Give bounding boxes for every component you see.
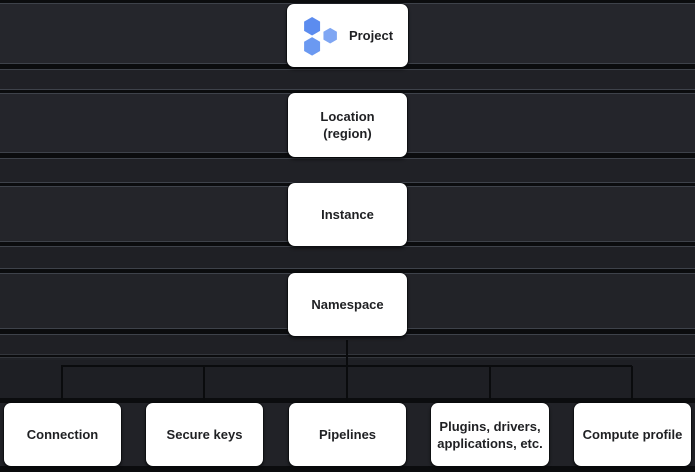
- node-label: Pipelines: [318, 427, 377, 442]
- connector-line: [346, 366, 348, 403]
- node-label: Instance: [321, 207, 374, 222]
- divider: [0, 466, 695, 472]
- divider: [0, 0, 695, 4]
- node-label: Plugins, drivers, applications, etc.: [437, 418, 543, 451]
- band: [0, 159, 695, 182]
- node-label: Compute profile: [582, 427, 683, 442]
- node-label: Project: [348, 28, 394, 43]
- node-label: Namespace: [311, 297, 384, 312]
- band: [0, 70, 695, 89]
- cloud-data-fusion-icon: [302, 15, 340, 57]
- node-label: Location (region): [320, 109, 375, 141]
- node-location: Location (region): [288, 93, 407, 157]
- node-project: Project: [287, 4, 408, 67]
- node-namespace: Namespace: [288, 273, 407, 336]
- connector-line: [203, 366, 205, 403]
- node-instance: Instance: [288, 183, 407, 246]
- connector-line: [61, 366, 63, 403]
- connector-line: [631, 366, 633, 403]
- node-label: Secure keys: [166, 427, 243, 442]
- node-pipelines: Pipelines: [289, 403, 406, 466]
- connector-line: [489, 366, 491, 403]
- node-plugins-drivers-applications: Plugins, drivers, applications, etc.: [431, 403, 549, 466]
- band: [0, 247, 695, 268]
- node-label: Connection: [26, 427, 99, 442]
- node-connection: Connection: [4, 403, 121, 466]
- node-secure-keys: Secure keys: [146, 403, 263, 466]
- connector-line: [346, 340, 348, 366]
- node-compute-profile: Compute profile: [574, 403, 691, 466]
